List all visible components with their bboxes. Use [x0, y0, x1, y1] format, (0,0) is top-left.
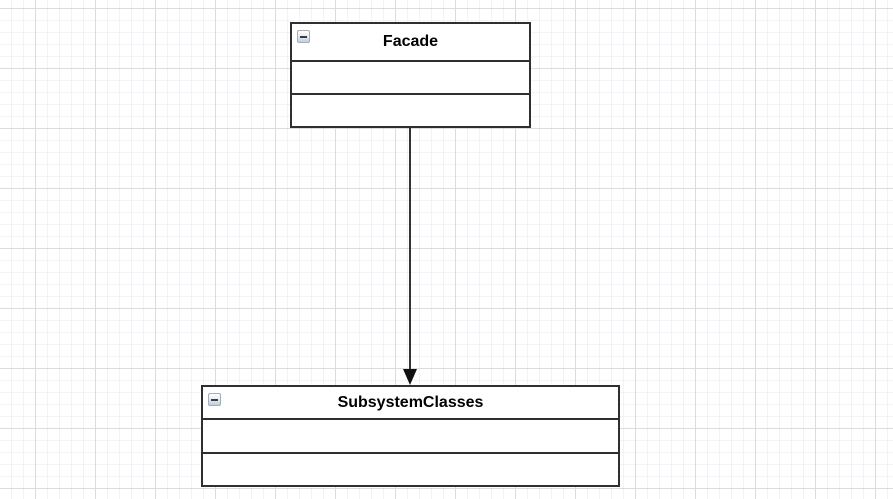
arrow-head	[403, 369, 417, 385]
class-subsystemclasses-title: SubsystemClasses	[337, 393, 484, 411]
class-facade-title: Facade	[382, 33, 439, 50]
collapse-icon[interactable]	[297, 30, 310, 43]
class-facade-operations-compartment[interactable]	[292, 93, 529, 126]
class-facade-attributes-compartment[interactable]	[292, 60, 529, 93]
minus-glyph	[211, 398, 218, 401]
minus-glyph	[300, 35, 307, 38]
association-arrow[interactable]	[400, 128, 421, 386]
collapse-icon[interactable]	[208, 393, 221, 406]
class-subsystemclasses-operations-compartment[interactable]	[203, 451, 618, 485]
class-subsystemclasses[interactable]: SubsystemClasses	[201, 385, 620, 487]
class-facade[interactable]: Facade	[290, 22, 531, 128]
class-subsystemclasses-attributes-compartment[interactable]	[203, 418, 618, 452]
class-subsystemclasses-header[interactable]: SubsystemClasses	[203, 387, 618, 418]
class-facade-header[interactable]: Facade	[292, 24, 529, 60]
